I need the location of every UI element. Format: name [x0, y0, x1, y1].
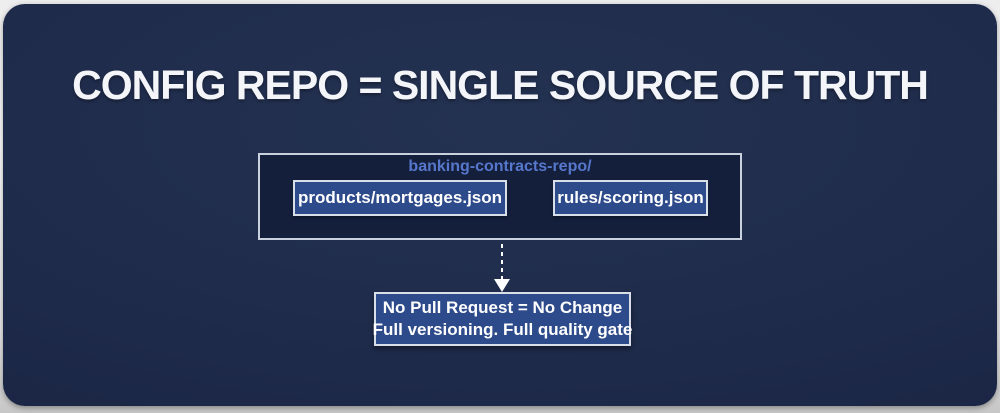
repo-name-label: banking-contracts-repo/	[408, 158, 592, 175]
page-title: CONFIG REPO = SINGLE SOURCE OF TRUTH	[72, 62, 929, 108]
file-box-scoring: rules/scoring.json	[553, 180, 708, 216]
file-label: products/mortgages.json	[297, 188, 503, 207]
file-box-mortgages: products/mortgages.json	[293, 180, 507, 216]
file-label: rules/scoring.json	[557, 188, 704, 207]
note-line-2: Full versioning. Full quality gate	[372, 320, 633, 339]
note-line-1: No Pull Request = No Change	[382, 298, 623, 317]
note-box: No Pull Request = No Change Full version…	[372, 292, 633, 346]
arrow-down-icon	[494, 279, 510, 292]
repo-container-box: banking-contracts-repo/ products/mortgag…	[258, 153, 742, 240]
dashed-connector-line	[501, 244, 503, 279]
slide-card: CONFIG REPO = SINGLE SOURCE OF TRUTH ban…	[3, 4, 997, 406]
